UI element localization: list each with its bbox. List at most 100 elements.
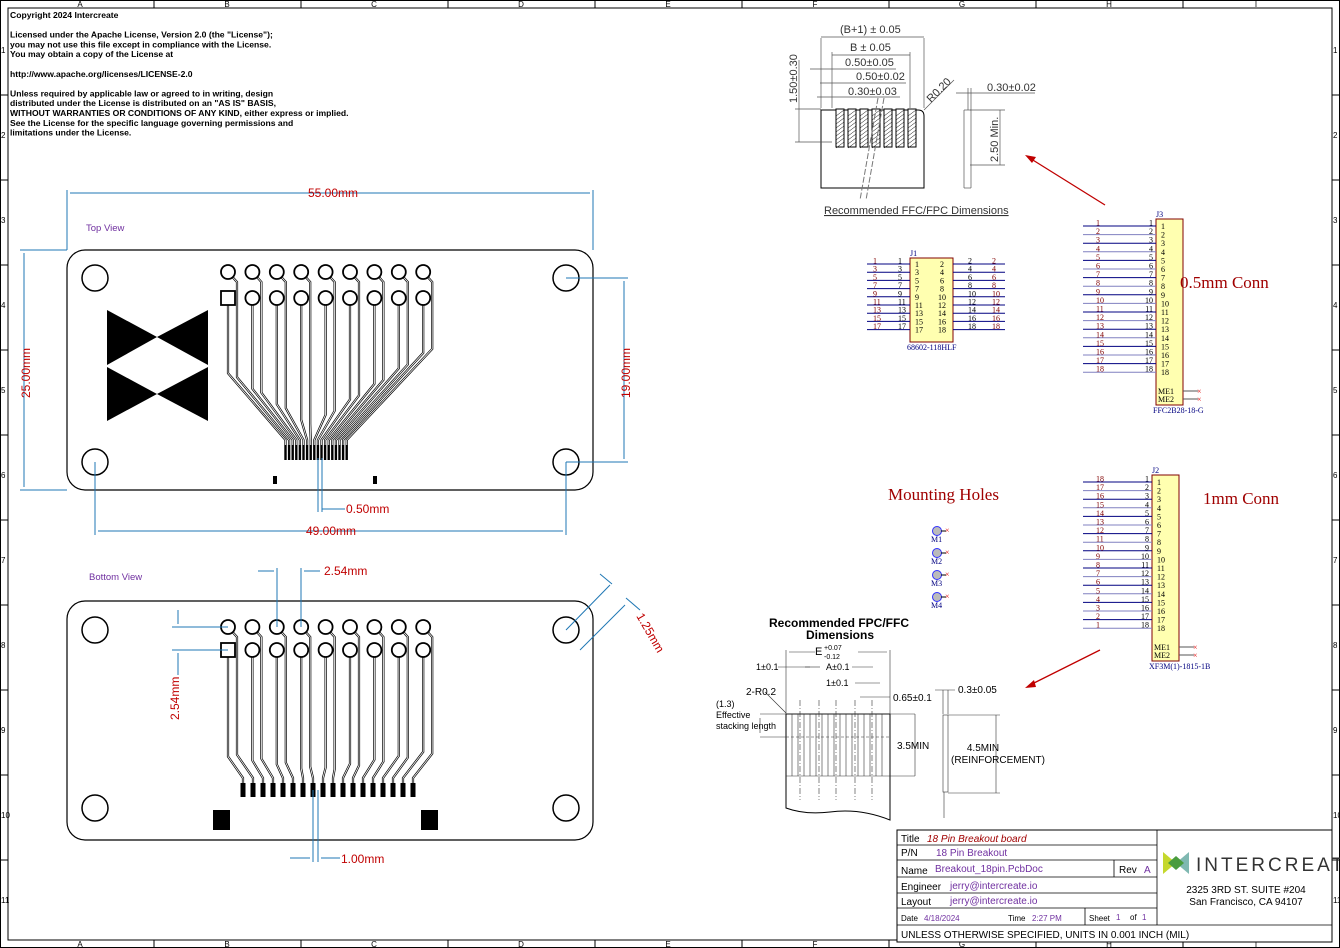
contact-finger (300, 783, 306, 797)
zone-row-label: 11 (1, 896, 10, 905)
pin-name: 4 (940, 268, 944, 277)
pin-name: 5 (915, 276, 919, 285)
pin-number: 16 (968, 314, 976, 323)
address-line-1: 2325 3RD ST. SUITE #204 (1186, 885, 1306, 896)
dim-reinforcement-label: (REINFORCEMENT) (951, 755, 1045, 766)
zone-column-label: C (371, 940, 377, 948)
license-line: You may obtain a copy of the License at (10, 49, 173, 59)
component-body[interactable] (909, 257, 954, 343)
zone-row-label: 5 (1, 386, 6, 395)
time-value: 2:27 PM (1032, 914, 1062, 923)
net-label: 18 (992, 322, 1000, 331)
pin-number: 8 (1145, 535, 1149, 544)
contact-finger (340, 783, 346, 797)
pin-name: ME2 (1154, 651, 1170, 660)
net-label: 6 (992, 273, 996, 282)
pin-number: 15 (1145, 339, 1153, 348)
pad (244, 642, 261, 658)
mechanical-pad (421, 810, 438, 830)
pin-name: 17 (1161, 360, 1169, 369)
pitch-h-dimension: 2.54mm (324, 564, 367, 578)
pin-number: 15 (898, 314, 906, 323)
pin-name: 3 (1161, 239, 1165, 248)
name-value: Breakout_18pin.PcbDoc (935, 864, 1043, 875)
title-block: Title 18 Pin Breakout board P/N 18 Pin B… (896, 829, 1340, 943)
pin-number: 14 (968, 306, 976, 315)
pad (268, 642, 285, 658)
pin-name: 15 (1157, 598, 1165, 607)
zone-row-label: 3 (1333, 216, 1338, 225)
top-view: Top View 55.00mm 25.00mm 19.00mm 49.00mm… (19, 186, 633, 538)
net-label: 10 (1096, 296, 1104, 305)
pin-name: 7 (915, 285, 919, 294)
component-body[interactable] (1155, 218, 1184, 406)
date-value: 4/18/2024 (924, 914, 960, 923)
contact-finger (390, 783, 396, 797)
pin-number: 4 (1145, 500, 1149, 509)
finger-width-dimension: 1.00mm (341, 852, 384, 866)
pin-name: 16 (1157, 607, 1165, 616)
pin-number: 12 (1141, 569, 1149, 578)
pin-name: 6 (1157, 521, 1161, 530)
pin-name: 2 (940, 260, 944, 269)
pin-number: 13 (1145, 322, 1153, 331)
mounting-holes-label: Mounting Holes (888, 485, 999, 504)
pin-name: 10 (1161, 299, 1169, 308)
dim-reinforcement: 4.5MIN (967, 743, 999, 754)
contact-finger (309, 445, 312, 460)
contact-finger (250, 783, 256, 797)
sheet-value: 1 (1116, 913, 1121, 922)
zone-row-label: 9 (1, 726, 6, 735)
pad (366, 264, 383, 280)
pin-number: 6 (1149, 262, 1153, 271)
pin-number: 5 (898, 273, 902, 282)
pin-name: 4 (1161, 248, 1165, 257)
license-line: Copyright 2024 Intercreate (10, 10, 119, 20)
pin-name: 11 (1157, 564, 1165, 573)
component-body[interactable] (1151, 474, 1180, 662)
zone-column-label: D (518, 940, 524, 948)
pin-number: 11 (1141, 561, 1149, 570)
contact-finger (260, 783, 266, 797)
ffc-1-title-2: Dimensions (806, 628, 874, 642)
contact-finger (327, 445, 330, 460)
pin-number: 17 (1141, 612, 1149, 621)
zone-column-label: B (224, 940, 229, 948)
contact-finger (410, 783, 416, 797)
dim-left: 1±0.1 (756, 662, 778, 672)
ffc-1-dimensions: Recommended FPC/FFC Dimensions E +0.07 -… (716, 616, 1101, 821)
zone-column-label: G (959, 0, 965, 9)
net-label: 13 (873, 306, 881, 315)
contact-finger (270, 783, 276, 797)
pad (390, 264, 407, 280)
mounting-hole-designator: M1 (931, 535, 942, 544)
arrow (1029, 649, 1101, 686)
mechanical-pad (213, 810, 230, 830)
dim-pitch: 1±0.1 (826, 678, 848, 688)
zone-row-label: 1 (1, 46, 6, 55)
pin-name: 8 (940, 285, 944, 294)
dim-min: 3.5MIN (897, 741, 929, 752)
contact-finger (284, 445, 287, 460)
dim-e: E (815, 646, 822, 658)
zone-row-label: 6 (1, 471, 6, 480)
net-label: 10 (992, 289, 1000, 298)
dim-b: B ± 0.05 (850, 42, 891, 54)
width-dimension: 55.00mm (308, 186, 358, 200)
stack-length-label: Effective (716, 710, 750, 720)
net-label: 11 (873, 298, 881, 307)
pin-number: 13 (1141, 578, 1149, 587)
contact-finger (350, 783, 356, 797)
contact-finger (323, 445, 327, 460)
pin-number: 7 (1149, 270, 1153, 279)
mounting-hole-designator: M4 (931, 601, 942, 610)
net-label: 17 (1096, 356, 1104, 365)
net-label: 3 (1096, 236, 1100, 245)
ffc-1-title: Recommended FPC/FFC (769, 616, 909, 630)
contact-finger (334, 445, 338, 460)
zone-row-label: 11 (1333, 896, 1340, 905)
net-label: 7 (873, 281, 877, 290)
zone-column-label: A (77, 0, 83, 9)
pin-number: 3 (1149, 236, 1153, 245)
